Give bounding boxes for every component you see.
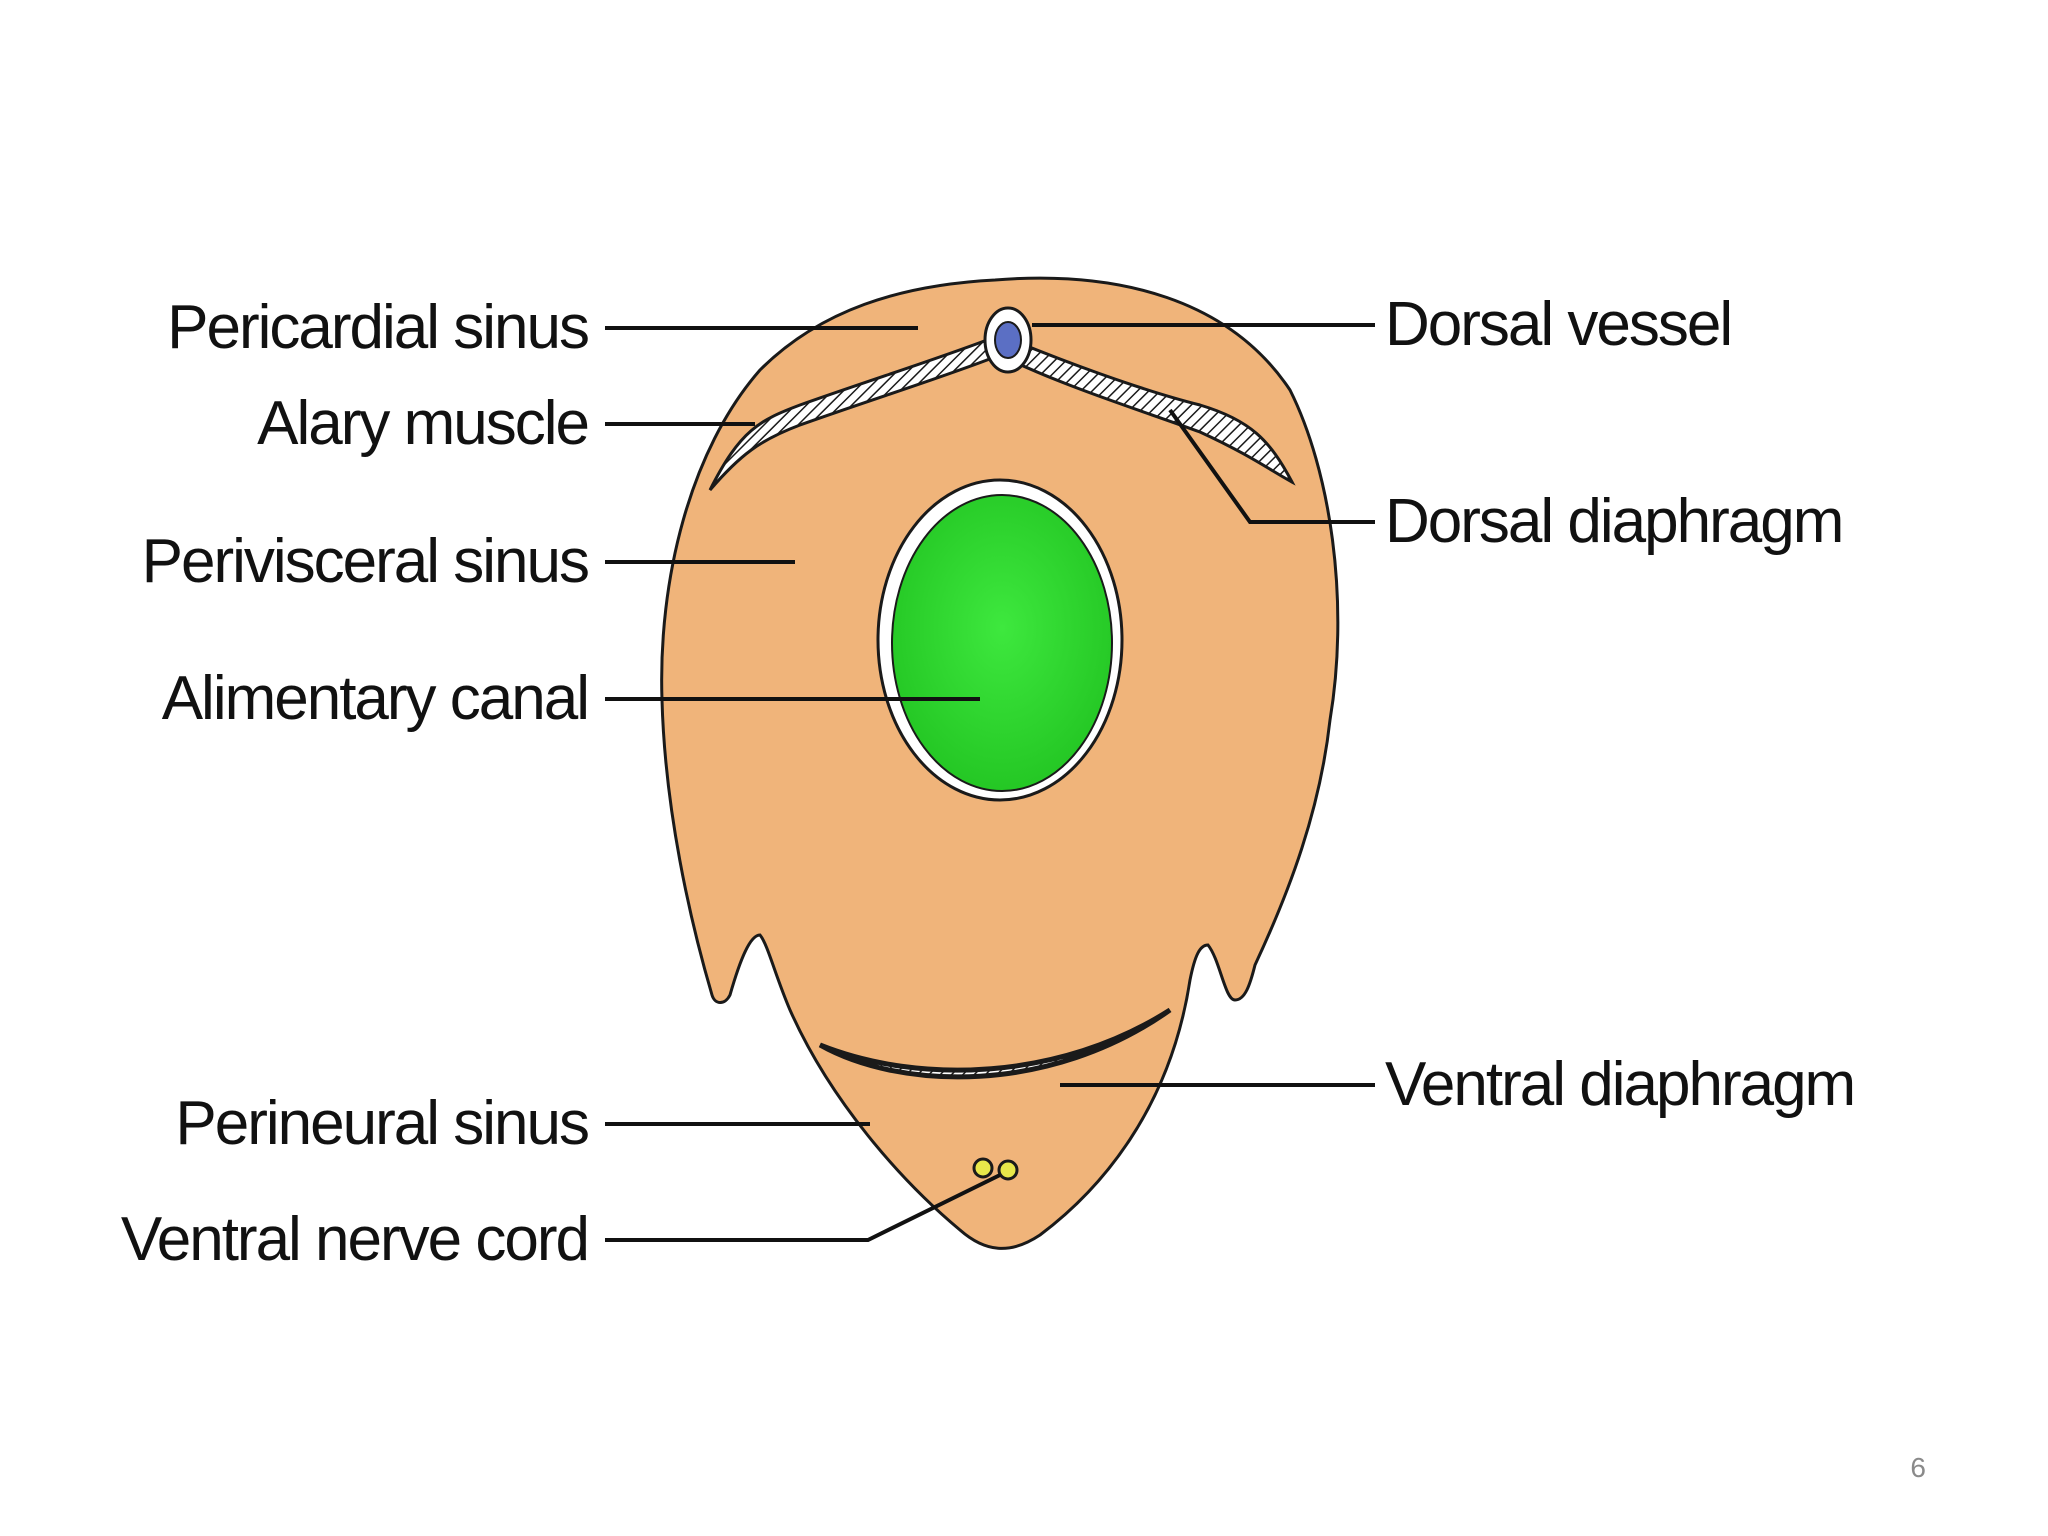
label-perineural-sinus: Perineural sinus: [175, 1089, 588, 1158]
label-alary-muscle: Alary muscle: [257, 389, 588, 458]
label-dorsal-diaphragm: Dorsal diaphragm: [1385, 487, 1842, 556]
dorsal-diaphragm-band: [708, 333, 1296, 491]
label-ventral-diaphragm: Ventral diaphragm: [1385, 1050, 1854, 1119]
dorsal-vessel-lumen: [994, 321, 1022, 359]
left-leader-lines: [605, 326, 1001, 1242]
label-alimentary-canal: Alimentary canal: [162, 664, 588, 733]
label-perivisceral-sinus: Perivisceral sinus: [142, 527, 588, 596]
ventral-diaphragm: [818, 1007, 1172, 1080]
leader-ventral-nerve-cord: [605, 1173, 1001, 1242]
right-leader-lines: [1032, 323, 1375, 1087]
leader-dorsal-diaphragm: [1168, 408, 1375, 524]
nerve-ganglion-right: [997, 1159, 1019, 1181]
page-number: 6: [1910, 1452, 1926, 1483]
label-dorsal-vessel: Dorsal vessel: [1385, 290, 1731, 359]
alimentary-canal: [891, 494, 1113, 792]
label-pericardial-sinus: Pericardial sinus: [167, 293, 588, 362]
nerve-ganglion-left: [972, 1157, 994, 1179]
label-ventral-nerve-cord: Ventral nerve cord: [121, 1205, 588, 1274]
